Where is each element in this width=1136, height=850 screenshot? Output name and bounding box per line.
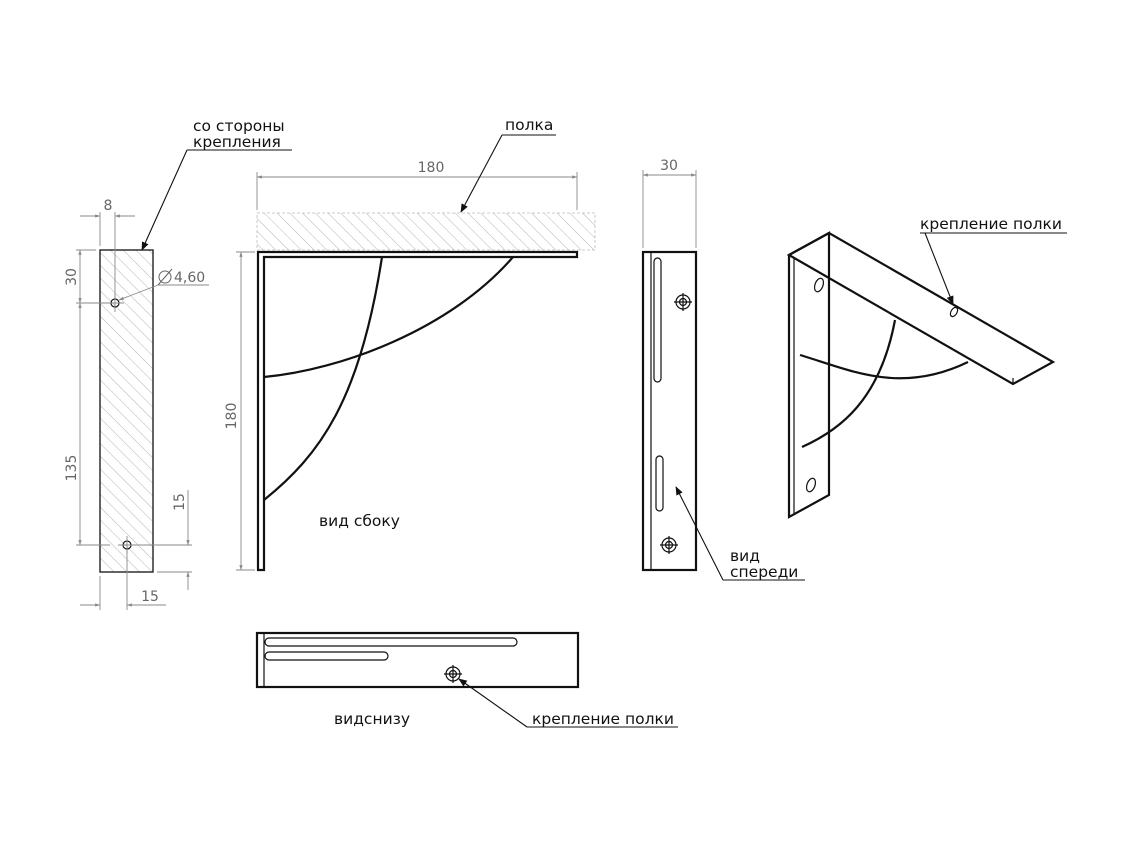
front-view-label-line2: спереди xyxy=(730,563,798,581)
dim-hole-spacing: 135 xyxy=(64,302,110,546)
dim-shelf-length: 180 xyxy=(256,160,578,210)
dim-mount-width-text: 8 xyxy=(104,198,113,214)
shelf-mount-bottom-label: крепление полки xyxy=(532,710,674,728)
side-view: 180 180 полка вид сбоку xyxy=(224,116,596,572)
mount-side-label-line2: крепления xyxy=(193,133,281,151)
side-view-label: вид сбоку xyxy=(319,512,400,530)
dim-front-width: 30 xyxy=(642,158,697,248)
dim-hole-diameter-text: 4,60 xyxy=(174,270,205,286)
dim-top-offset-text: 30 xyxy=(64,268,80,286)
bottom-hole xyxy=(444,665,462,683)
dim-hole-spacing-text: 135 xyxy=(64,455,80,482)
front-view-label-line1: вид xyxy=(730,547,760,565)
bottom-view: крепление полки видснизу xyxy=(255,631,678,728)
dim-bracket-height: 180 xyxy=(224,251,255,571)
dim-shelf-length-text: 180 xyxy=(418,160,445,176)
dim-hole-diameter: 4,60 xyxy=(118,268,209,301)
dim-bottom-offset-text: 15 xyxy=(172,493,188,511)
isometric-view: крепление полки xyxy=(786,215,1067,519)
dim-mount-width: 8 xyxy=(80,198,135,300)
dim-side-offset: 15 xyxy=(80,550,166,610)
shelf-mount-top-label: крепление полки xyxy=(920,215,1062,233)
shelf-board xyxy=(256,212,596,251)
dim-bracket-height-text: 180 xyxy=(224,403,240,430)
front-view: 30 вид спереди xyxy=(641,158,805,581)
mount-plate xyxy=(99,249,154,573)
bottom-plate xyxy=(255,631,580,689)
dim-top-offset: 30 xyxy=(64,249,110,304)
bracket-profile xyxy=(256,250,579,572)
bottom-view-label: видснизу xyxy=(334,710,410,728)
front-hole-bottom xyxy=(660,536,678,554)
mount-side-label-line1: со стороны xyxy=(193,117,285,135)
front-hole-top xyxy=(674,293,692,311)
shelf-label: полка xyxy=(505,116,553,134)
dim-side-offset-text: 15 xyxy=(141,589,159,605)
dim-front-width-text: 30 xyxy=(660,158,678,174)
front-plate xyxy=(641,250,698,572)
dim-bottom-offset: 15 xyxy=(132,490,192,590)
mount-side-view: 8 30 135 4,60 15 xyxy=(64,117,292,610)
